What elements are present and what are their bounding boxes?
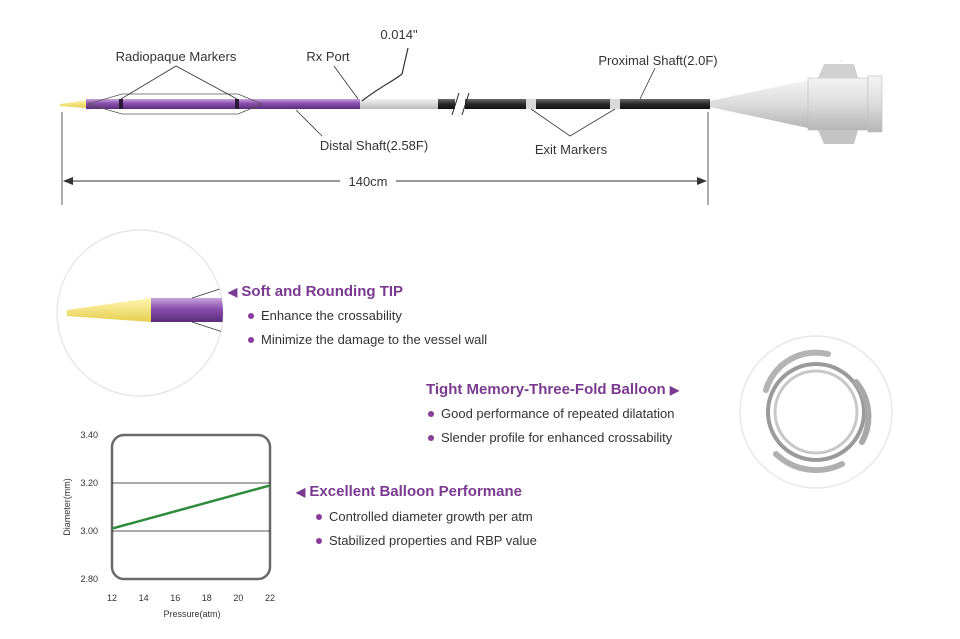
hub-luer xyxy=(867,75,883,133)
radiopaque-leader xyxy=(120,65,238,100)
chart-xtick-label: 12 xyxy=(107,593,117,603)
proximal-shaft xyxy=(438,99,710,109)
arrow-right-icon: ▶ xyxy=(669,383,680,397)
chart-ylabel: Diameter(mm) xyxy=(62,478,72,536)
balloon-outer-ring xyxy=(766,362,866,462)
radiopaque-marker-1 xyxy=(119,99,123,109)
feature-performance-title: ◀ Excellent Balloon Performane xyxy=(296,483,522,500)
list-item: Controlled diameter growth per atm xyxy=(316,509,533,524)
chart-ytick-label: 3.40 xyxy=(80,430,98,440)
hub-dot: · xyxy=(840,58,842,64)
feature-balloon-title: Tight Memory-Three-Fold Balloon ▶ xyxy=(426,381,679,398)
hub-wing-top xyxy=(818,64,858,78)
bullet-dot-icon xyxy=(248,312,254,319)
tip-yellow xyxy=(67,298,151,322)
rx-segment xyxy=(360,99,438,109)
shaft-break-gap xyxy=(455,96,465,112)
bullet-text: Stabilized properties and RBP value xyxy=(329,533,537,548)
exit-marker-1 xyxy=(526,99,536,109)
chart-xtick-label: 16 xyxy=(170,593,180,603)
list-item: Minimize the damage to the vessel wall xyxy=(248,332,487,347)
dim-arrow-left xyxy=(63,177,73,185)
guidewire-label: 0.014" xyxy=(380,27,418,42)
chart-series-line xyxy=(111,484,271,530)
proximal-shaft-label: Proximal Shaft(2.0F) xyxy=(598,53,717,68)
exit-marker-2 xyxy=(610,99,620,109)
exit-markers-label: Exit Markers xyxy=(535,142,608,157)
distal-shaft xyxy=(86,99,360,109)
radiopaque-marker-2 xyxy=(235,99,239,109)
feature-title-text: Tight Memory-Three-Fold Balloon xyxy=(426,381,666,398)
chart-ytick-label: 2.80 xyxy=(80,574,98,584)
chart-ytick-label: 3.20 xyxy=(80,478,98,488)
bullet-text: Minimize the damage to the vessel wall xyxy=(261,332,488,347)
tip-leader-bottom xyxy=(191,321,223,333)
balloon-magnifier-circle xyxy=(739,335,893,489)
tip-magnifier xyxy=(56,229,224,397)
diameter-pressure-chart: 2.80 3.00 3.20 3.40 12 14 16 18 20 22 Diameter(m… xyxy=(62,430,275,619)
bullet-dot-icon xyxy=(428,410,434,417)
balloon-outline xyxy=(86,93,264,115)
bullet-text: Enhance the crossability xyxy=(261,308,402,323)
bullet-dot-icon xyxy=(316,537,322,544)
chart-xlabel: Pressure(atm) xyxy=(163,609,220,619)
chart-xtick-label: 20 xyxy=(233,593,243,603)
tip-purple-shaft xyxy=(151,298,223,322)
exit-markers-leader xyxy=(530,108,616,137)
distal-leader xyxy=(295,109,323,137)
chart-xtick-label: 18 xyxy=(202,593,212,603)
bullet-text: Controlled diameter growth per atm xyxy=(329,509,533,524)
list-item: Enhance the crossability xyxy=(248,308,402,323)
balloon-fold-3 xyxy=(773,451,845,474)
feature-tip-title: ◀ Soft and Rounding TIP xyxy=(228,283,403,300)
proximal-leader xyxy=(639,67,656,100)
shaft-break-line-2 xyxy=(461,92,470,116)
feature-title-text: Soft and Rounding TIP xyxy=(241,283,404,300)
rx-port-leader xyxy=(333,65,359,100)
bullet-text: Good performance of repeated dilatation xyxy=(441,406,675,421)
catheter-diagram: · Radiopaque Markers Rx Port 0.014" Prox… xyxy=(60,27,883,205)
arrow-left-icon: ◀ xyxy=(296,485,306,499)
balloon-inner-ring xyxy=(773,369,859,455)
tip-leader-top xyxy=(191,287,223,299)
length-label: 140cm xyxy=(348,174,387,189)
feature-title-text: Excellent Balloon Performane xyxy=(309,483,522,500)
list-item: Slender profile for enhanced crossabilit… xyxy=(428,430,672,445)
list-item: Stabilized properties and RBP value xyxy=(316,533,537,548)
hub-wing-bottom xyxy=(818,130,858,144)
dim-arrow-right xyxy=(697,177,707,185)
balloon-fold-2 xyxy=(853,379,872,445)
chart-xtick-label: 22 xyxy=(265,593,275,603)
radiopaque-markers-label: Radiopaque Markers xyxy=(116,49,237,64)
rx-port-label: Rx Port xyxy=(306,49,350,64)
bullet-dot-icon xyxy=(248,336,254,343)
catheter-tip xyxy=(60,100,86,108)
hub-body xyxy=(807,77,869,131)
balloon-cross-section xyxy=(739,335,893,489)
chart-xtick-label: 14 xyxy=(139,593,149,603)
guidewire-line xyxy=(361,47,409,102)
balloon-fold-1 xyxy=(763,349,831,393)
shaft-break-line-1 xyxy=(451,92,460,116)
distal-shaft-label: Distal Shaft(2.58F) xyxy=(320,138,428,153)
bullet-dot-icon xyxy=(428,434,434,441)
bullet-text: Slender profile for enhanced crossabilit… xyxy=(441,430,673,445)
arrow-left-icon: ◀ xyxy=(228,285,238,299)
hub-strain-relief xyxy=(710,80,808,128)
list-item: Good performance of repeated dilatation xyxy=(428,406,674,421)
bullet-dot-icon xyxy=(316,513,322,520)
chart-ytick-label: 3.00 xyxy=(80,526,98,536)
